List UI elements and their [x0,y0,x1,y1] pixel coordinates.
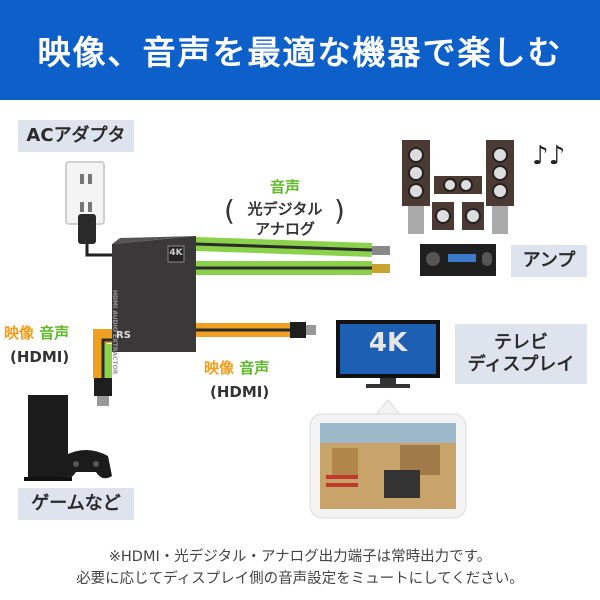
hdmi-out-hdmi: (HDMI) [210,383,270,401]
device-side-text: HDMI AUDIO EXTRACTOR [111,290,118,375]
game-label: ゲームなど [18,488,134,520]
audio-cables [194,237,390,275]
hdmi-out-audio: 音声 [239,359,270,377]
note-line1: ※HDMI・光デジタル・アナログ出力端子は常時出力です。 [108,549,492,565]
game-text: ゲームなど [31,492,121,514]
hdmi-audio-extractor-device [112,236,196,352]
speaker-system-icon [402,140,514,234]
hdmi-in-hdmi: (HDMI) [10,348,70,366]
amplifier-icon [420,244,496,276]
hdmi-out-video: 映像 [204,359,235,377]
hdmi-out-cable [195,322,316,338]
ac-adapter-label: ACアダプタ [18,120,134,152]
music-notes-icon: ♪♪ [532,141,565,171]
svg-text:♪♪: ♪♪ [532,141,565,171]
amp-text: アンプ [522,249,576,271]
ac-adapter-plug-icon [78,214,118,257]
audio-out-line1: 光デジタル [247,200,323,218]
hdmi-in-audio: 音声 [39,324,70,342]
device-logo: 4K [169,248,183,258]
audio-out-title: 音声 [269,178,300,196]
audio-out-line2: アナログ [255,220,315,238]
audio-out-paren-close: ) [334,194,345,227]
ac-adapter-text: ACアダプタ [26,124,126,146]
audio-out-paren-open: ( [224,194,235,227]
header-banner: 映像、音声を最適な機器で楽しむ [0,0,600,100]
display-screen-text: 4K [368,328,408,358]
tv-display-label: テレビ ディスプレイ [455,324,587,384]
tv-display-line1: テレビ [494,331,548,353]
note-line2: 必要に応じてディスプレイ側の音声設定をミュートにしてください。 [76,571,524,587]
game-console-icon [24,395,112,481]
hdmi-out-caption: 映像 音声 [204,357,269,378]
device-brand: RS [116,330,131,341]
game-screen-callout-icon [309,399,467,519]
tv-display-icon [336,320,440,388]
header-title: 映像、音声を最適な機器で楽しむ [37,33,563,72]
hdmi-in-caption: 映像 音声 [4,322,69,343]
amp-label: アンプ [511,245,587,277]
tv-display-line2: ディスプレイ [467,354,575,375]
hdmi-in-video: 映像 [4,324,35,342]
